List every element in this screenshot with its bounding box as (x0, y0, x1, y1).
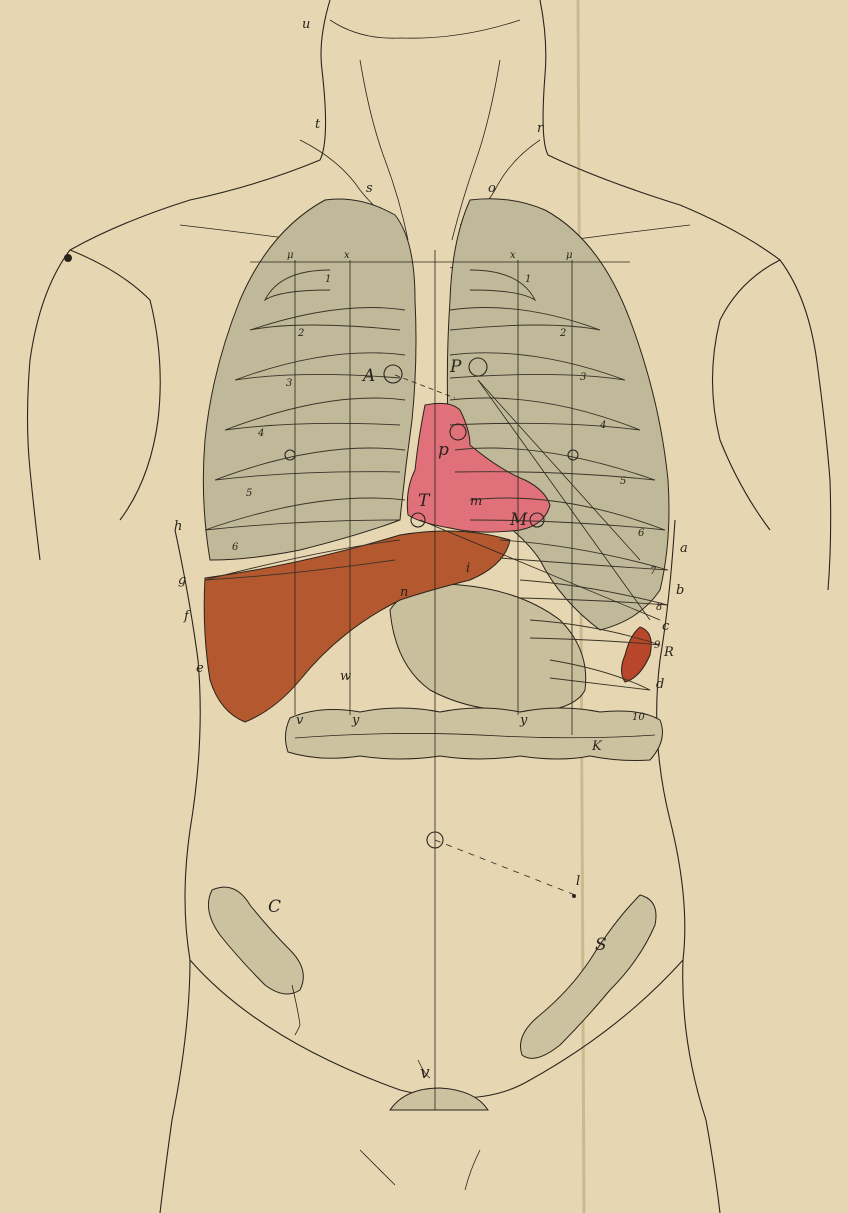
label-S: S (595, 935, 607, 955)
label-w: w (340, 669, 351, 684)
label-o: o (488, 181, 496, 196)
svg-text:1: 1 (525, 274, 531, 285)
label-d: d (656, 677, 664, 692)
svg-text:3: 3 (286, 378, 292, 389)
label-c: c (662, 619, 670, 634)
label-v-left: v (296, 713, 304, 728)
label-A: A (361, 366, 375, 386)
label-mu-left: μ (287, 250, 294, 261)
caecum (208, 887, 303, 994)
stomach (390, 584, 586, 712)
svg-text:5: 5 (246, 488, 252, 499)
label-b: b (676, 583, 684, 598)
svg-text:6: 6 (232, 542, 239, 553)
label-y-left: y (351, 713, 360, 728)
label-r: r (537, 121, 544, 136)
label-h: h (174, 519, 182, 534)
svg-text:8: 8 (656, 602, 662, 613)
transverse-colon (285, 708, 662, 761)
label-v-bottom: v (420, 1063, 430, 1083)
svg-text:2: 2 (297, 328, 304, 339)
label-i: i (466, 561, 470, 576)
svg-text:5: 5 (620, 476, 626, 487)
label-g: g (178, 573, 186, 588)
svg-text:3: 3 (580, 372, 586, 383)
label-n: n (400, 585, 408, 600)
label-l: l (576, 874, 580, 889)
label-P: P (449, 357, 462, 377)
label-R: R (663, 645, 674, 660)
svg-text:9: 9 (654, 640, 661, 651)
label-T: T (418, 491, 431, 511)
label-x-right: x (510, 250, 516, 261)
svg-text:4: 4 (257, 428, 264, 439)
label-s: s (366, 181, 373, 196)
label-f: f (183, 609, 191, 624)
label-a: a (680, 541, 688, 556)
svg-text:1: 1 (325, 274, 331, 285)
svg-text:2: 2 (559, 328, 566, 339)
neck-lines (180, 60, 690, 268)
label-y-right: y (519, 713, 528, 728)
label-K: K (591, 739, 603, 754)
label-e: e (196, 661, 204, 676)
label-m: m (470, 494, 482, 509)
label-M: M (509, 510, 528, 530)
label-C: C (268, 897, 281, 917)
label-u: u (302, 17, 310, 32)
label-x-left: x (344, 250, 350, 261)
sigmoid-colon (520, 895, 656, 1058)
svg-text:7: 7 (650, 566, 657, 577)
label-mu-right: μ (566, 250, 573, 261)
svg-text:4: 4 (599, 420, 606, 431)
svg-text:6: 6 (638, 528, 645, 539)
label-t: t (315, 117, 321, 132)
label-p: p (438, 440, 449, 460)
svg-text:10: 10 (632, 712, 645, 723)
